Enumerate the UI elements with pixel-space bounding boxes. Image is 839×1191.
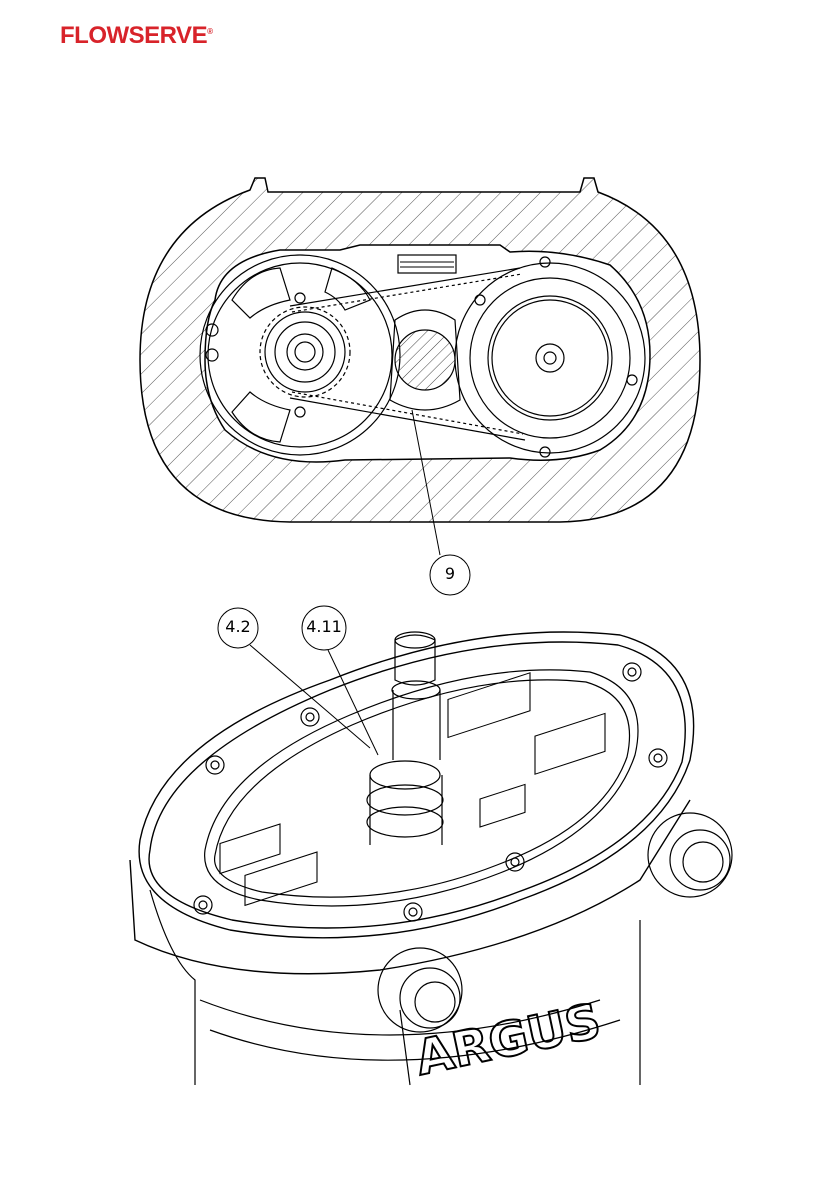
body-lettering: ARGUS bbox=[411, 993, 606, 1087]
cable-gland-front bbox=[378, 948, 462, 1032]
callout-4-11-label: 4.11 bbox=[302, 617, 346, 636]
top-flange bbox=[130, 632, 694, 974]
cable-gland-right bbox=[648, 813, 732, 897]
flange-bolts bbox=[194, 663, 667, 921]
callout-4-2-label: 4.2 bbox=[218, 617, 258, 636]
